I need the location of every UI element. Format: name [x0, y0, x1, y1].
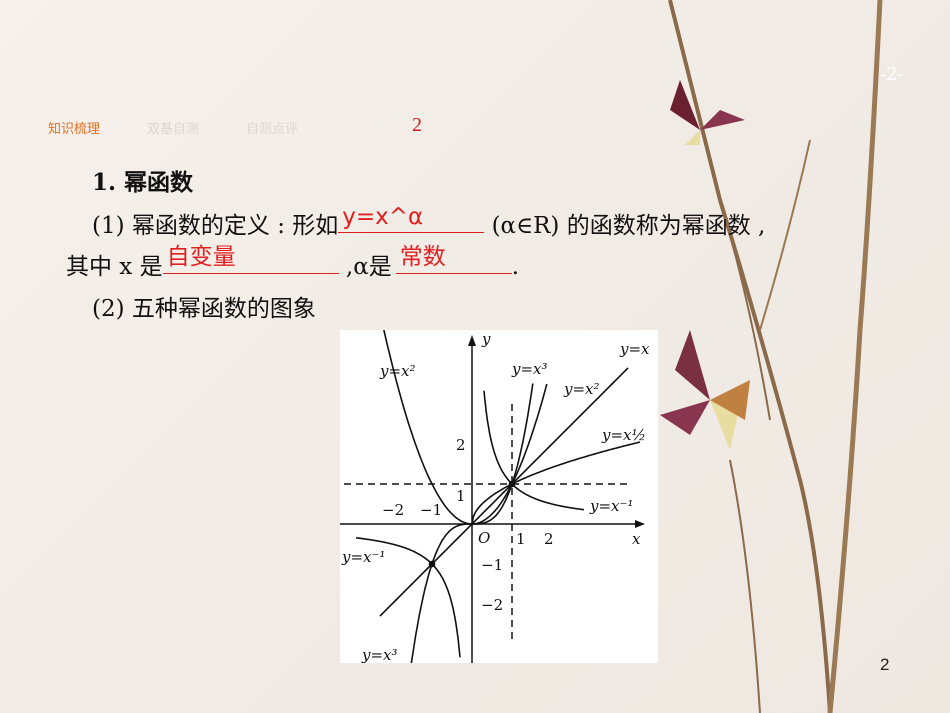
tick-x-2: 2 — [544, 530, 554, 548]
curve-inv-right — [483, 390, 585, 511]
label-inv-right: y=x⁻¹ — [589, 497, 633, 515]
label-sqrt: y=x½ — [601, 426, 646, 444]
label-inv-left: y=x⁻¹ — [341, 548, 385, 566]
answer-blank-formula: y=x^α — [338, 204, 485, 233]
page-marker: -2- — [880, 64, 904, 85]
variable-prefix: 其中 x 是 — [66, 254, 163, 280]
tick-y-2: 2 — [456, 436, 466, 454]
origin-label: O — [478, 529, 490, 547]
variable-line: 其中 x 是自变量 ,α是常数. — [66, 244, 520, 281]
answer-variable: 自变量 — [166, 244, 236, 270]
axis-x-label: x — [632, 530, 641, 548]
label-x3-top: y=x³ — [511, 360, 548, 378]
intersection-point — [508, 480, 516, 488]
answer-blank-constant: 常数 — [395, 244, 512, 274]
intersection-point — [428, 560, 436, 568]
tick-x-neg2: −2 — [382, 501, 404, 519]
curve-x2 — [383, 330, 548, 525]
tick-x-neg1: −1 — [420, 501, 442, 519]
tick-y-neg2: −2 — [481, 596, 503, 614]
answer-blank-variable: 自变量 — [162, 244, 339, 274]
label-x2-left: y=x² — [379, 362, 416, 380]
curve-sqrt — [471, 441, 641, 525]
power-function-graph: y x O −2 −1 1 2 2 1 −1 −2 y=x² y=x³ y=x²… — [340, 330, 658, 663]
section-title: 1. 幂函数 — [92, 169, 194, 196]
butterfly-bottom — [660, 330, 750, 450]
answer-formula: y=x^α — [342, 204, 424, 230]
label-x2-right: y=x² — [563, 380, 600, 398]
tick-y-1: 1 — [456, 487, 466, 505]
page-number: 2 — [880, 655, 890, 674]
tick-y-neg1: −1 — [481, 556, 503, 574]
nav-page-2[interactable]: 2 — [412, 114, 422, 136]
nav-tab-knowledge[interactable]: 知识梳理 — [48, 122, 101, 137]
axis-y-label: y — [481, 330, 491, 348]
nav-tab-review[interactable]: 自测点评 — [246, 122, 299, 137]
y-axis-arrow — [468, 335, 476, 346]
definition-prefix: (1) 幂函数的定义 : 形如 — [92, 213, 339, 239]
nav-tab-self-test[interactable]: 双基自测 — [147, 122, 200, 137]
period: . — [511, 254, 520, 280]
nav-page-1[interactable]: 1 — [378, 114, 388, 136]
answer-constant: 常数 — [399, 244, 446, 270]
tick-x-1: 1 — [516, 530, 526, 548]
graph-caption: (2) 五种幂函数的图象 — [92, 296, 316, 322]
label-x3-bottom: y=x³ — [361, 646, 398, 663]
curve-x — [379, 367, 629, 617]
variable-mid: ,α是 — [345, 254, 392, 280]
definition-suffix: (α∈R) 的函数称为幂函数 , — [491, 213, 766, 239]
x-axis-arrow — [635, 520, 645, 528]
curve-inv-left — [355, 537, 461, 658]
label-y-x: y=x — [619, 340, 650, 358]
butterfly-top — [670, 80, 745, 145]
